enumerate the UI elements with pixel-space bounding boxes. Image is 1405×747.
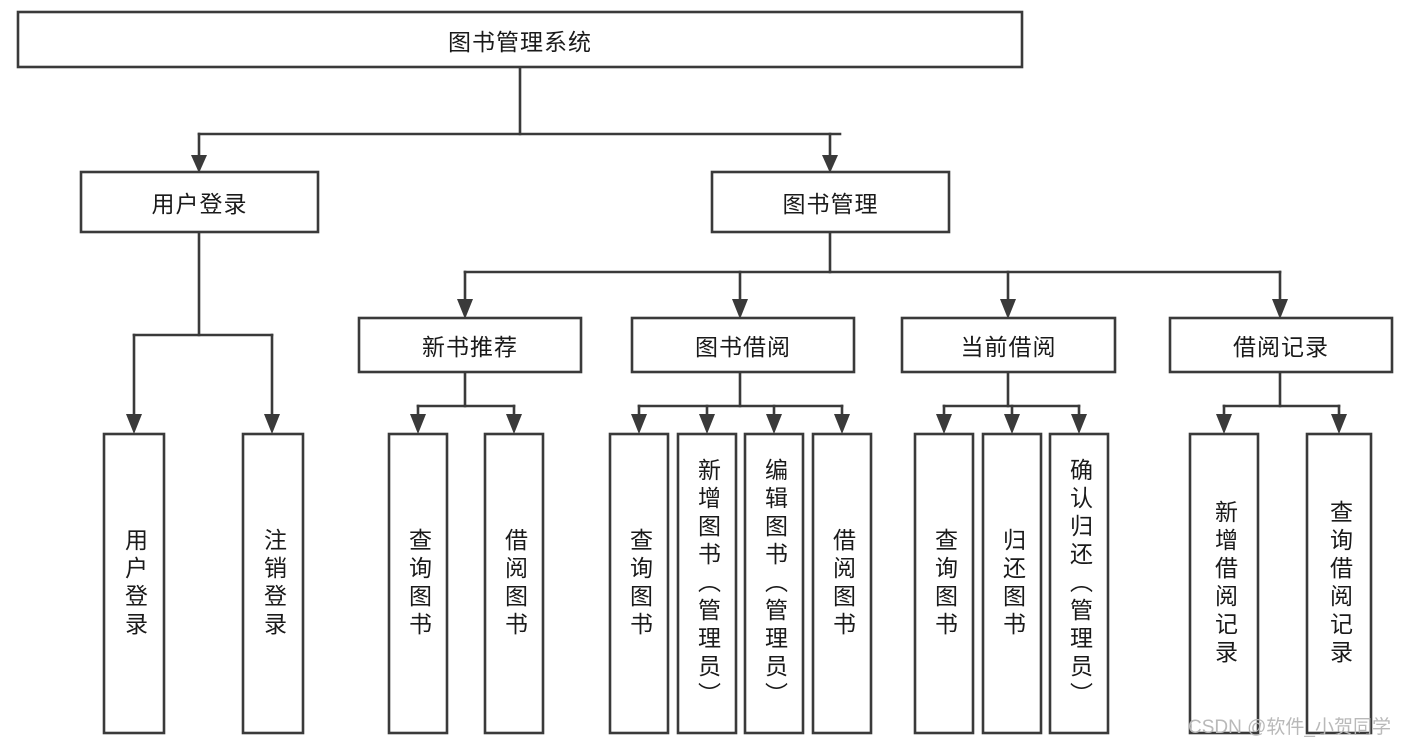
node-leaf-10[interactable] <box>981 432 1043 735</box>
node-leaf-12[interactable] <box>1188 432 1260 735</box>
node-leaf-13[interactable] <box>1305 432 1373 735</box>
node-leaf-3[interactable] <box>387 432 449 735</box>
node-current-borrow[interactable] <box>900 316 1117 374</box>
node-book-manage[interactable] <box>710 170 951 234</box>
arrowhead-leaf-6 <box>699 414 715 434</box>
arrowhead-leaf-1 <box>126 414 142 434</box>
arrowhead-new-book-rec <box>457 299 473 319</box>
arrowhead-leaf-13 <box>1331 414 1347 434</box>
arrowhead-book-manage <box>822 155 838 173</box>
node-leaf-2[interactable] <box>241 432 305 735</box>
arrowhead-leaf-11 <box>1071 414 1087 434</box>
node-borrow-record[interactable] <box>1168 316 1394 374</box>
arrowhead-leaf-12 <box>1216 414 1232 434</box>
node-leaf-1[interactable] <box>102 432 166 735</box>
arrowhead-leaf-8 <box>834 414 850 434</box>
arrowhead-leaf-2 <box>264 414 280 434</box>
node-new-book-rec[interactable] <box>357 316 583 374</box>
node-leaf-9[interactable] <box>913 432 975 735</box>
arrowhead-current-borrow <box>1000 299 1016 319</box>
node-leaf-8[interactable] <box>811 432 873 735</box>
node-leaf-11[interactable] <box>1048 432 1110 735</box>
arrowhead-leaf-9 <box>936 414 952 434</box>
arrowhead-leaf-4 <box>506 414 522 434</box>
node-leaf-5[interactable] <box>608 432 670 735</box>
node-user-login[interactable] <box>79 170 320 234</box>
arrowhead-book-borrow <box>732 299 748 319</box>
node-layer <box>16 10 1394 735</box>
node-root[interactable] <box>16 10 1024 69</box>
arrowhead-leaf-7 <box>766 414 782 434</box>
node-leaf-4[interactable] <box>483 432 545 735</box>
node-book-borrow[interactable] <box>630 316 856 374</box>
arrowhead-borrow-record <box>1272 299 1288 319</box>
arrowhead-user-login <box>191 155 207 173</box>
arrowhead-leaf-5 <box>631 414 647 434</box>
node-leaf-6[interactable] <box>676 432 738 735</box>
arrowhead-leaf-3 <box>410 414 426 434</box>
connector-layer <box>126 65 1347 434</box>
arrowhead-leaf-10 <box>1004 414 1020 434</box>
node-leaf-7[interactable] <box>743 432 805 735</box>
